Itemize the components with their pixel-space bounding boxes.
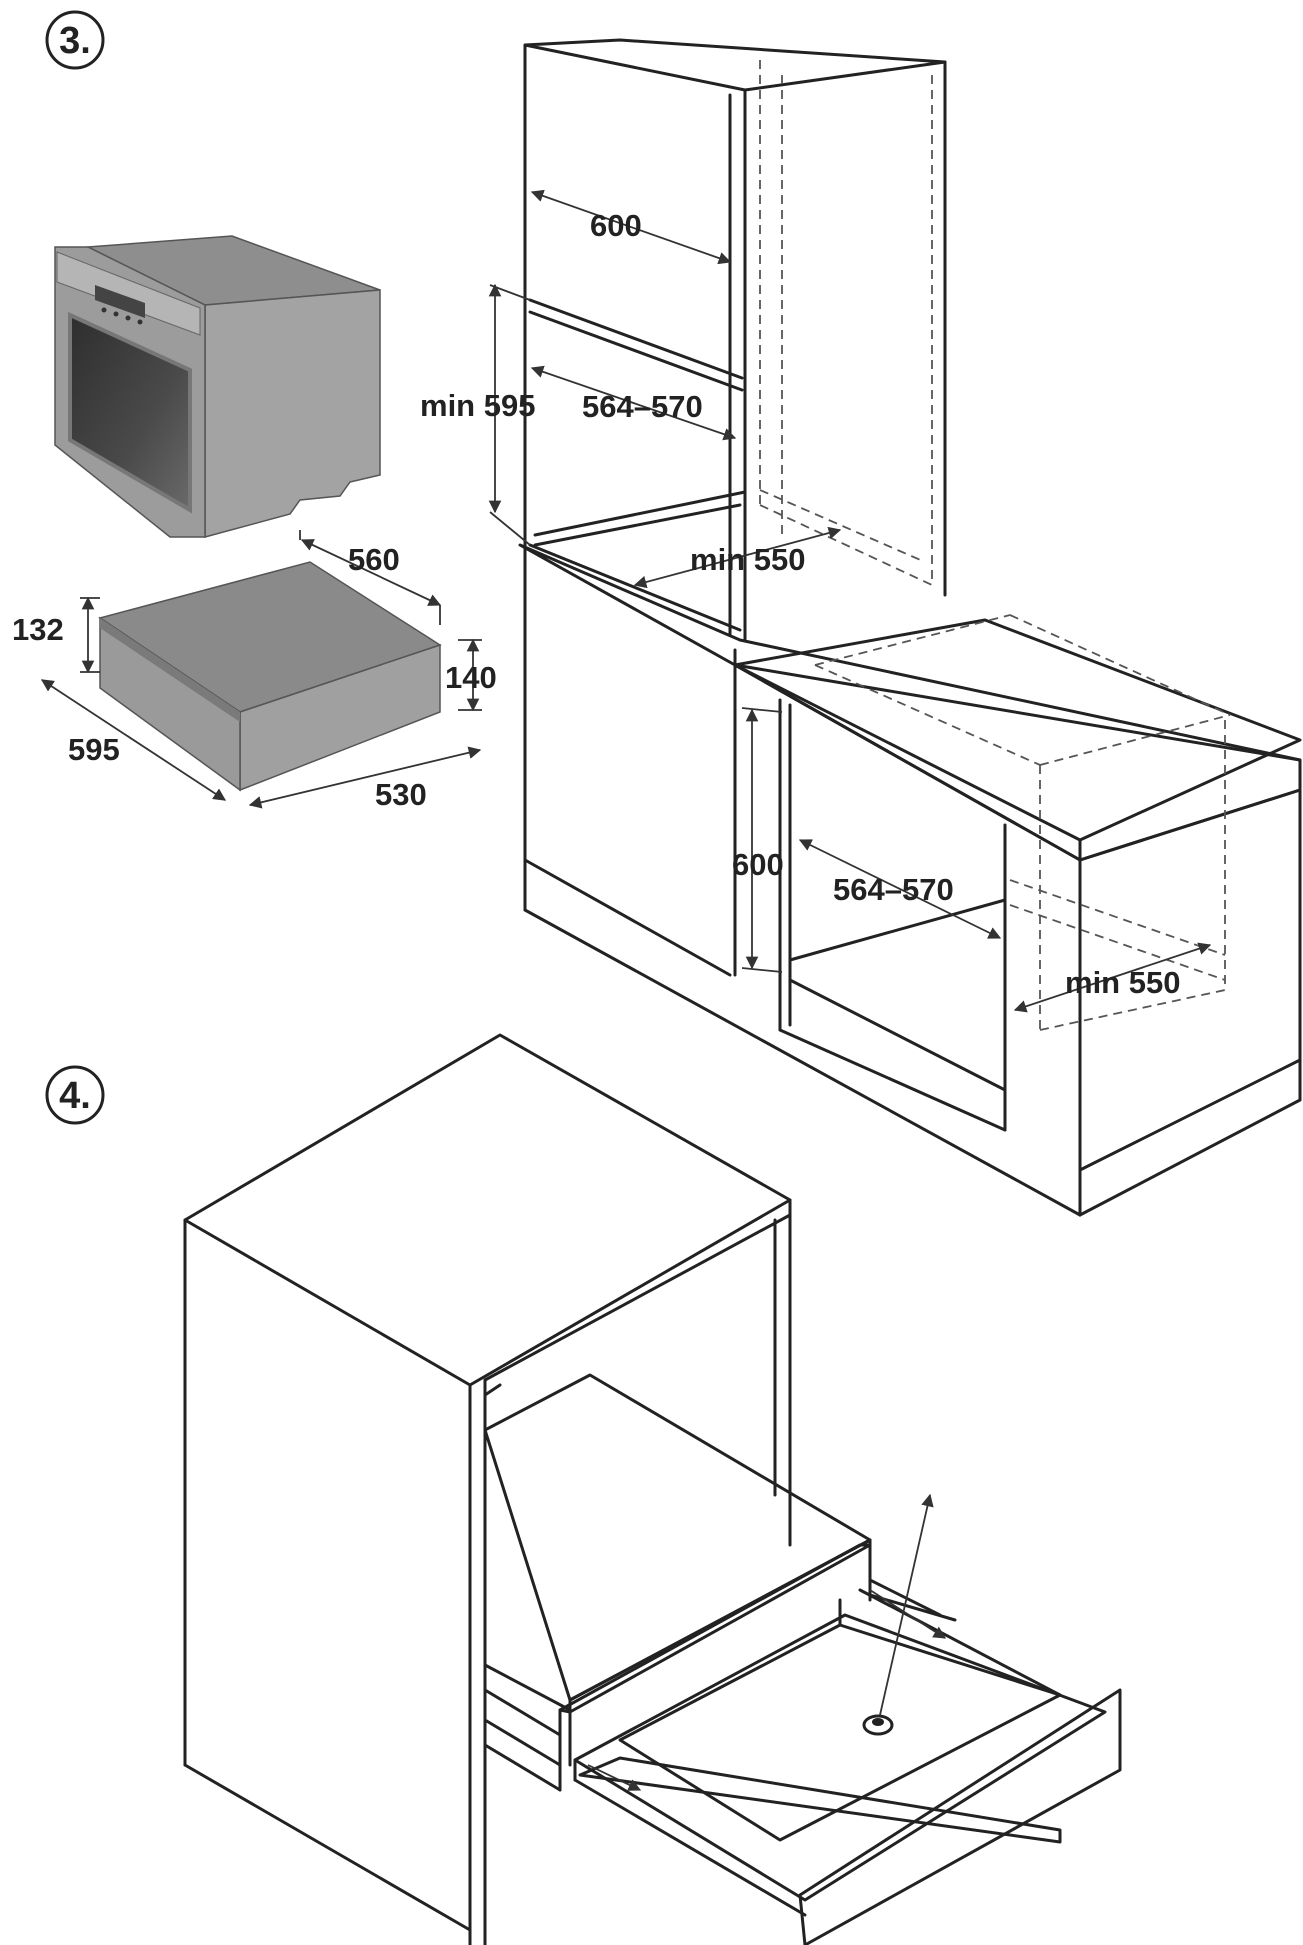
warming-drawer-illustration xyxy=(98,561,442,792)
step-3-label: 3. xyxy=(59,20,91,62)
dim-lower-niche-564-570: 564–570 xyxy=(833,872,954,907)
appliance-dimension-lines xyxy=(40,530,482,809)
step-3-marker: 3. xyxy=(45,10,105,70)
dim-upper-niche-564-570: 564–570 xyxy=(582,389,703,424)
dim-upper-min-550: min 550 xyxy=(690,542,805,577)
dim-lower-height-600: 600 xyxy=(732,847,784,882)
dim-upper-min-595: min 595 xyxy=(420,388,535,423)
dim-width-595: 595 xyxy=(68,732,120,767)
upper-installation-dimensions xyxy=(488,189,842,589)
lower-installation-dimensions xyxy=(741,707,1212,1013)
base-cabinet-lower xyxy=(518,543,1302,1217)
cabinet-with-open-drawer xyxy=(183,1033,1122,1945)
compact-oven-illustration xyxy=(54,235,381,538)
dim-height-132: 132 xyxy=(12,612,64,647)
dim-depth-530: 530 xyxy=(375,777,427,812)
dim-depth-560: 560 xyxy=(348,542,400,577)
dim-upper-width-600: 600 xyxy=(590,208,642,243)
step-4-marker: 4. xyxy=(45,1065,105,1125)
dim-height-140: 140 xyxy=(445,660,497,695)
step-4-label: 4. xyxy=(59,1075,91,1117)
dim-lower-min-550: min 550 xyxy=(1065,965,1180,1000)
